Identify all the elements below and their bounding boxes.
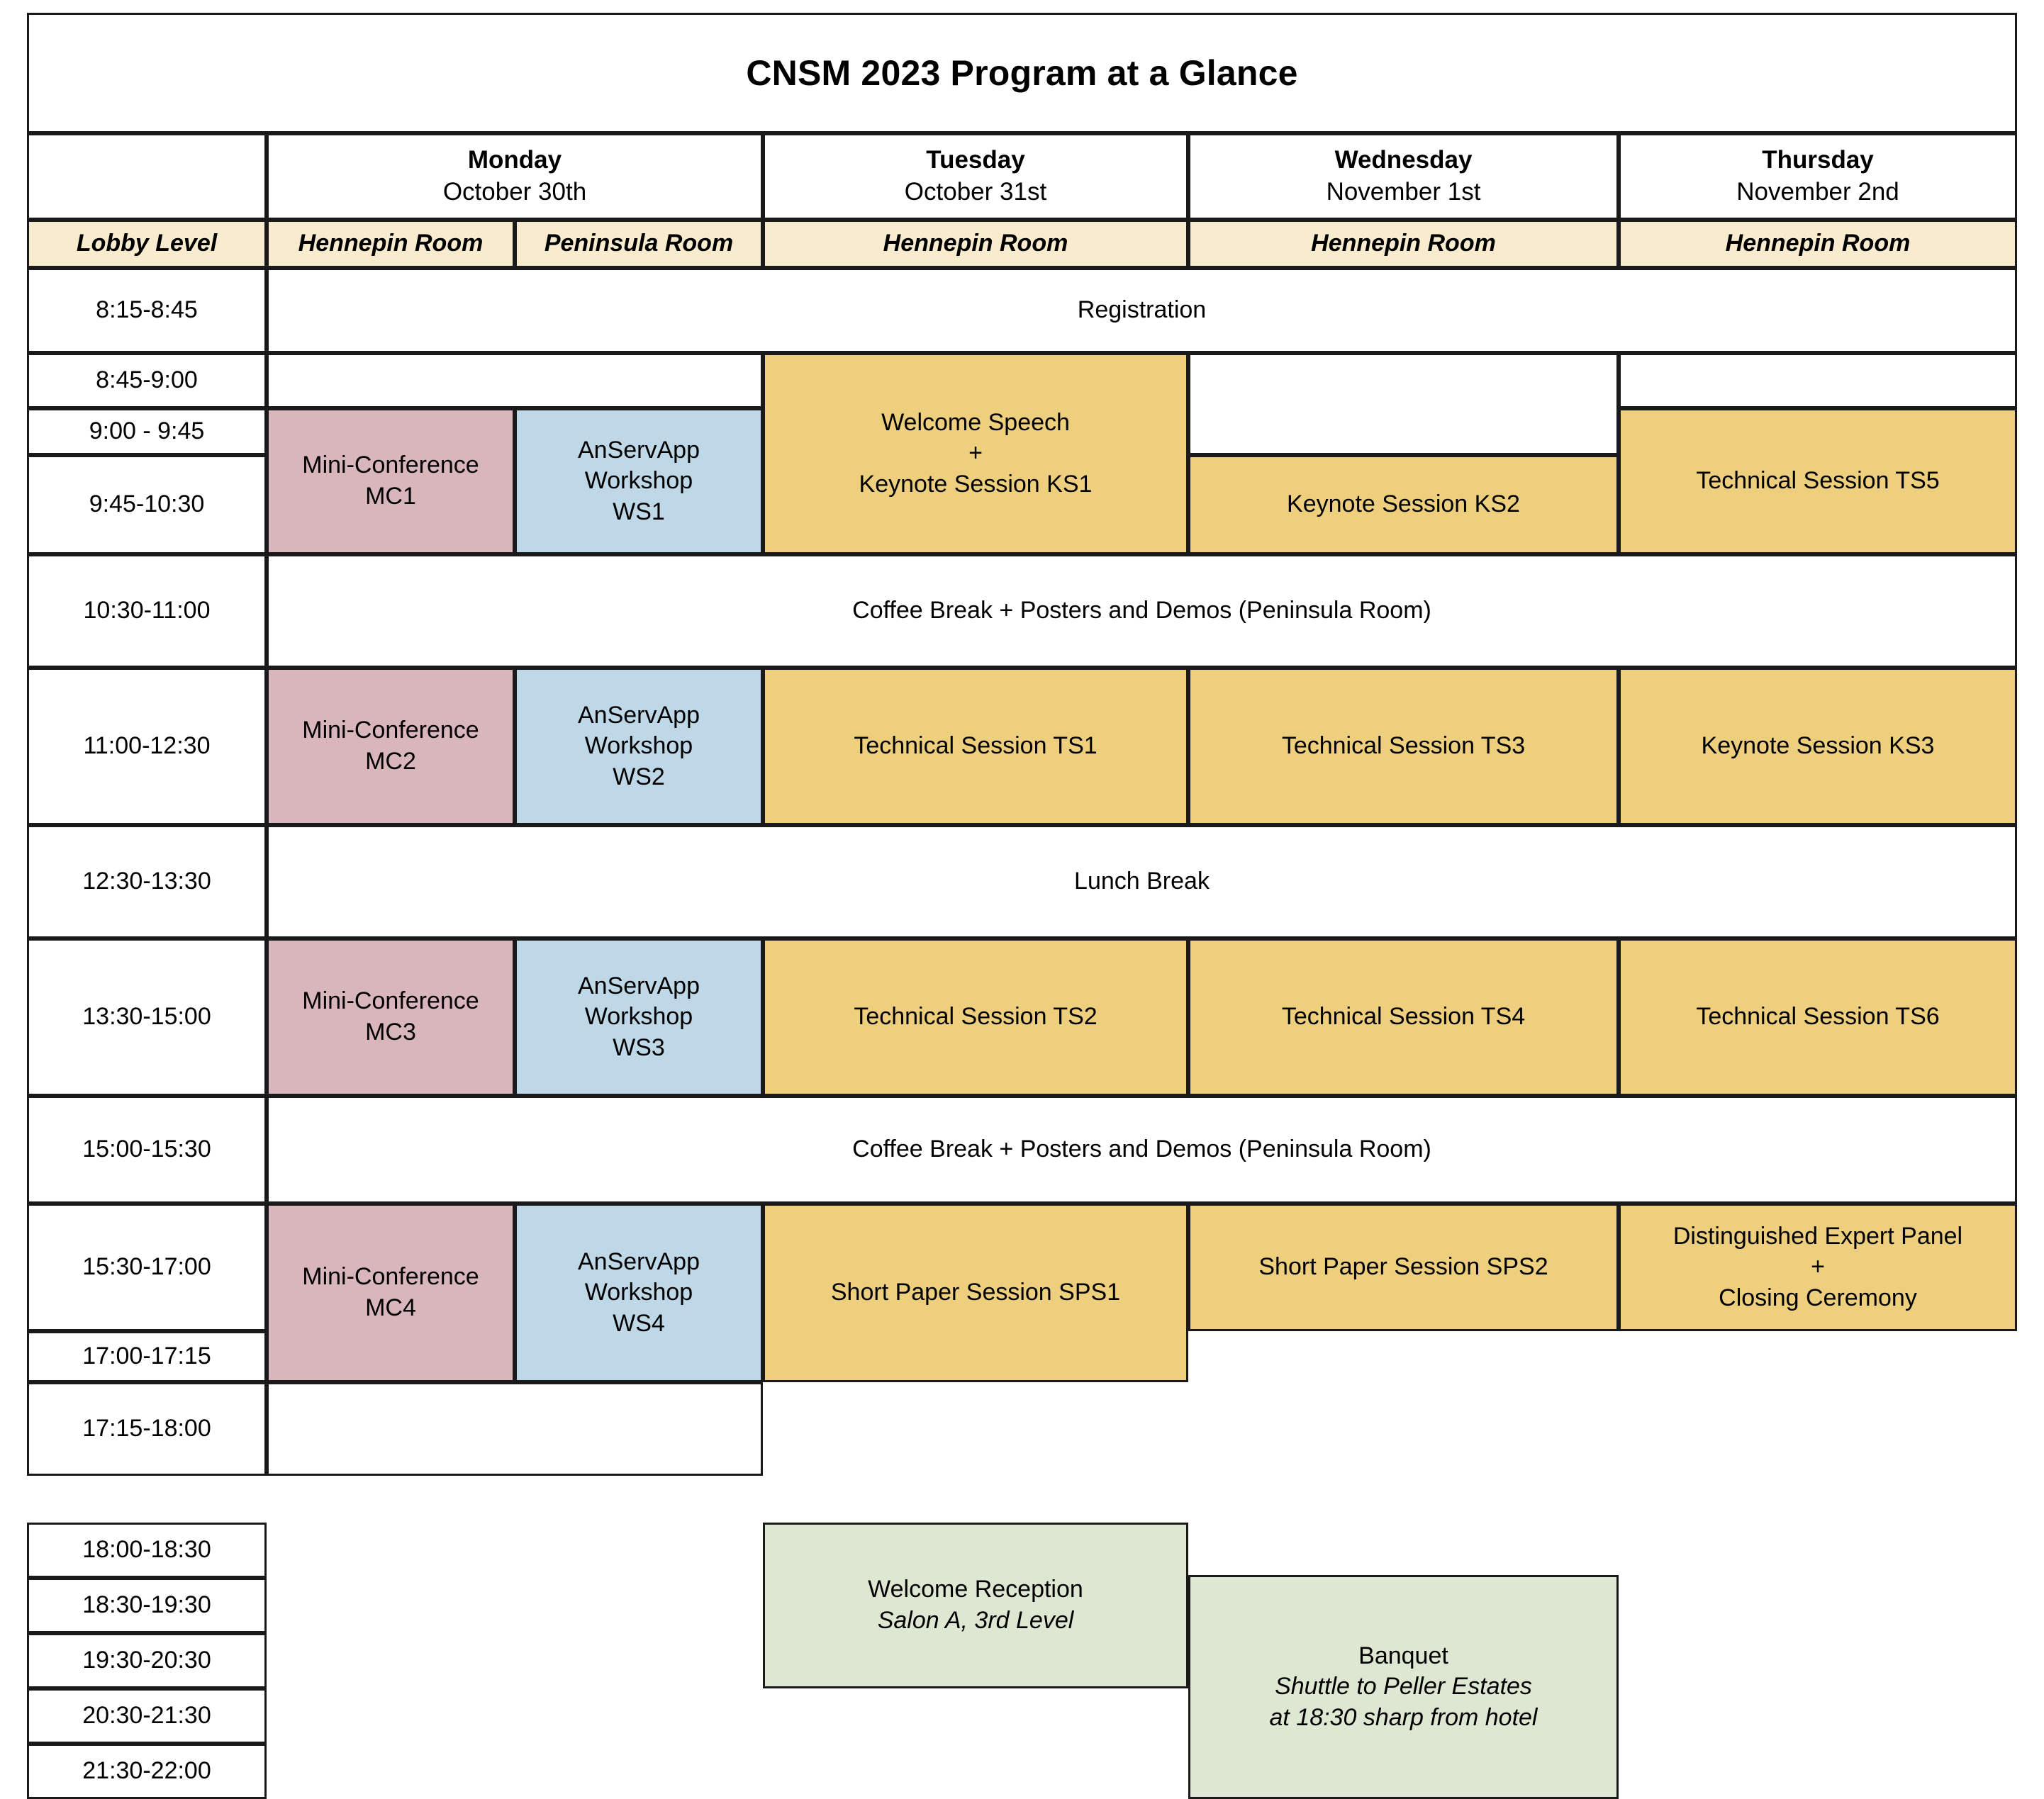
session-ts2[interactable]: Technical Session TS2 [763, 938, 1188, 1096]
day-date-wednesday: November 1st [1326, 178, 1481, 206]
time-slot-1530-1700: 15:30-17:00 [27, 1204, 267, 1331]
event-banquet-departure: at 18:30 sharp from hotel [1269, 1703, 1538, 1731]
event-reception-location: Salon A, 3rd Level [877, 1607, 1074, 1634]
session-mc3-line1: Mini-Conference [302, 987, 479, 1015]
day-header-tuesday: Tuesday October 31st [763, 133, 1188, 220]
session-ws1-line3: WS1 [613, 498, 665, 525]
session-ts1[interactable]: Technical Session TS1 [763, 668, 1188, 825]
time-slot-1830-1930: 18:30-19:30 [27, 1578, 267, 1633]
session-panel-closing[interactable]: Distinguished Expert Panel + Closing Cer… [1619, 1204, 2017, 1331]
time-slot-1030-1100: 10:30-11:00 [27, 554, 267, 668]
session-ws4-line2: Workshop [584, 1279, 693, 1306]
event-reception-title: Welcome Reception [868, 1576, 1083, 1603]
time-slot-1715-1800: 17:15-18:00 [27, 1382, 267, 1476]
day-date-monday: October 30th [442, 178, 587, 206]
room-header-lobby-level: Lobby Level [27, 220, 267, 268]
time-slot-2030-2130: 20:30-21:30 [27, 1688, 267, 1744]
coffee-break-afternoon-row: Coffee Break + Posters and Demos (Penins… [267, 1096, 2017, 1204]
day-header-thursday: Thursday November 2nd [1619, 133, 2017, 220]
session-sps2[interactable]: Short Paper Session SPS2 [1188, 1204, 1619, 1331]
session-ks2[interactable]: Keynote Session KS2 [1188, 455, 1619, 554]
room-header-monday-peninsula: Peninsula Room [515, 220, 763, 268]
session-ws1-line2: Workshop [584, 467, 693, 495]
lunch-break-row: Lunch Break [267, 825, 2017, 938]
event-welcome-reception[interactable]: Welcome Reception Salon A, 3rd Level [763, 1523, 1188, 1688]
session-ws1[interactable]: AnServApp Workshop WS1 [515, 408, 763, 554]
day-header-wednesday: Wednesday November 1st [1188, 133, 1619, 220]
time-slot-1230-1330: 12:30-13:30 [27, 825, 267, 938]
room-header-tuesday-hennepin: Hennepin Room [763, 220, 1188, 268]
session-ws3-line3: WS3 [613, 1033, 665, 1061]
event-banquet-title: Banquet [1358, 1642, 1448, 1669]
day-date-thursday: November 2nd [1736, 178, 1899, 206]
session-mc4-line2: MC4 [365, 1294, 416, 1321]
session-ts6[interactable]: Technical Session TS6 [1619, 938, 2017, 1096]
session-mc3[interactable]: Mini-Conference MC3 [267, 938, 515, 1096]
day-name-tuesday: Tuesday [926, 146, 1025, 174]
time-slot-1500-1530: 15:00-15:30 [27, 1096, 267, 1204]
session-ws2-line2: Workshop [584, 732, 693, 760]
session-mc2-line2: MC2 [365, 748, 416, 775]
session-ts5[interactable]: Technical Session TS5 [1619, 408, 2017, 554]
session-panel-line2: + [1811, 1253, 1825, 1281]
blank-wednesday-0845-0900 [1188, 353, 1619, 455]
session-ws3-line1: AnServApp [578, 972, 700, 999]
blank-thursday-0845 [1619, 353, 2017, 408]
session-ws1-line1: AnServApp [578, 436, 700, 464]
room-header-thursday-hennepin: Hennepin Room [1619, 220, 2017, 268]
session-mc1-line2: MC1 [365, 483, 416, 510]
session-mc2[interactable]: Mini-Conference MC2 [267, 668, 515, 825]
corner-blank-header [27, 133, 267, 220]
session-mc3-line2: MC3 [365, 1019, 416, 1046]
day-date-tuesday: October 31st [904, 178, 1047, 206]
day-name-monday: Monday [467, 146, 562, 174]
session-welcome-line3: Keynote Session KS1 [859, 470, 1093, 498]
session-ws4-line1: AnServApp [578, 1248, 700, 1275]
day-name-thursday: Thursday [1762, 146, 1874, 174]
session-ws4-line3: WS4 [613, 1309, 665, 1337]
coffee-break-morning-row: Coffee Break + Posters and Demos (Penins… [267, 554, 2017, 668]
time-slot-0900-0945: 9:00 - 9:45 [27, 408, 267, 455]
session-ws3[interactable]: AnServApp Workshop WS3 [515, 938, 763, 1096]
session-panel-line1: Distinguished Expert Panel [1672, 1222, 1963, 1250]
session-mc1-line1: Mini-Conference [302, 452, 479, 479]
event-banquet-shuttle: Shuttle to Peller Estates [1275, 1673, 1532, 1700]
time-slot-1330-1500: 13:30-15:00 [27, 938, 267, 1096]
time-slot-2130-2200: 21:30-22:00 [27, 1744, 267, 1799]
day-name-wednesday: Wednesday [1334, 146, 1473, 174]
day-header-monday: Monday October 30th [267, 133, 763, 220]
session-mc4[interactable]: Mini-Conference MC4 [267, 1204, 515, 1382]
session-ws2[interactable]: AnServApp Workshop WS2 [515, 668, 763, 825]
time-slot-0845-0900: 8:45-9:00 [27, 353, 267, 408]
session-mc2-line1: Mini-Conference [302, 717, 479, 744]
session-panel-line3: Closing Ceremony [1719, 1284, 1917, 1311]
session-mc1[interactable]: Mini-Conference MC1 [267, 408, 515, 554]
event-banquet[interactable]: Banquet Shuttle to Peller Estates at 18:… [1188, 1575, 1619, 1799]
time-slot-1930-2030: 19:30-20:30 [27, 1633, 267, 1688]
blank-row-1715-1800 [267, 1382, 763, 1476]
time-slot-1800-1830: 18:00-18:30 [27, 1523, 267, 1578]
session-ks3[interactable]: Keynote Session KS3 [1619, 668, 2017, 825]
session-welcome-speech-ks1[interactable]: Welcome Speech + Keynote Session KS1 [763, 353, 1188, 554]
time-slot-1100-1230: 11:00-12:30 [27, 668, 267, 825]
time-slot-0815-0845: 8:15-8:45 [27, 268, 267, 353]
time-slot-1700-1715: 17:00-17:15 [27, 1331, 267, 1382]
session-welcome-line1: Welcome Speech [881, 408, 1070, 436]
registration-row: Registration [267, 268, 2017, 353]
session-ws2-line1: AnServApp [578, 701, 700, 729]
session-ts4[interactable]: Technical Session TS4 [1188, 938, 1619, 1096]
session-mc4-line1: Mini-Conference [302, 1263, 479, 1291]
session-sps1[interactable]: Short Paper Session SPS1 [763, 1204, 1188, 1382]
page-title: CNSM 2023 Program at a Glance [27, 13, 2017, 133]
time-slot-0945-1030: 9:45-10:30 [27, 455, 267, 554]
session-ws4[interactable]: AnServApp Workshop WS4 [515, 1204, 763, 1382]
room-header-monday-hennepin: Hennepin Room [267, 220, 515, 268]
session-welcome-line2: + [968, 439, 983, 467]
session-ws3-line2: Workshop [584, 1003, 693, 1031]
room-header-wednesday-hennepin: Hennepin Room [1188, 220, 1619, 268]
blank-monday-0845 [267, 353, 763, 408]
session-ws2-line3: WS2 [613, 763, 665, 790]
session-ts3[interactable]: Technical Session TS3 [1188, 668, 1619, 825]
